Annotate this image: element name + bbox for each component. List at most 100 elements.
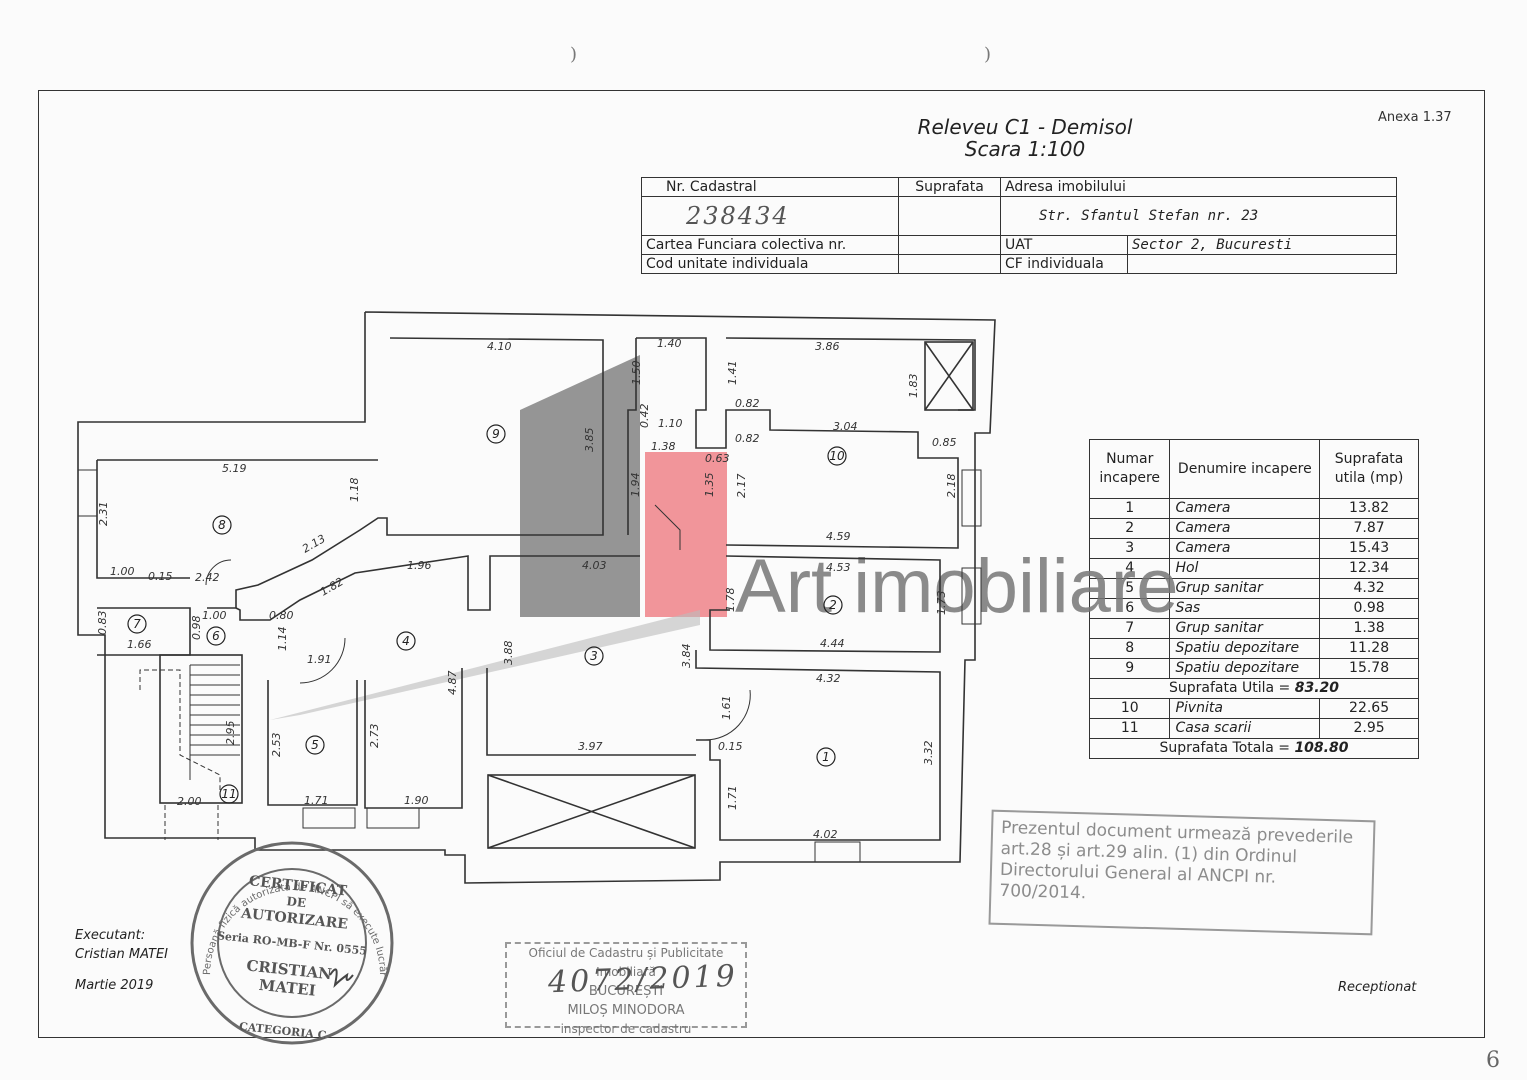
room-marker-circle [823,595,843,615]
room-marker-10: 10 [827,446,847,466]
room-marker-3: 3 [584,646,604,666]
room-marker-circle [127,614,147,634]
room-marker-6: 6 [206,626,226,646]
cod-unitate-label: Cod unitate individuala [641,254,899,274]
room-10-walls [636,337,959,549]
room-marker-number: 3 [590,649,598,663]
dimension-label: 1.18 [348,478,361,503]
room-3-bottom [486,668,696,756]
dimension-label: 1.10 [658,417,683,430]
dimension-label: 2.53 [270,733,283,758]
dimension-label: 1.35 [703,473,716,498]
dimension-label: 2.95 [224,721,237,746]
room-name: Casa scarii [1169,718,1321,739]
corridor-left [627,338,637,535]
dimension-label: 3.04 [833,420,858,433]
room-area: 7.87 [1319,518,1419,539]
room-area: 22.65 [1319,698,1419,719]
room-marker-circle [827,446,847,466]
dimension-label: 2.18 [945,474,958,499]
dimension-label: 1.38 [651,440,676,453]
room-marker-number: 6 [212,629,220,643]
dimension-label: 1.73 [935,591,948,616]
void-box [487,774,696,849]
stamp-inner-ring [217,868,367,1018]
cf-individuala-label: CF individuala [1000,254,1128,274]
room-marker-circle [816,747,836,767]
dimension-label: 0.83 [96,611,109,636]
room-5 [267,680,358,806]
room-area: 4.32 [1319,578,1419,599]
windows [77,469,982,863]
dimension-label: 4.59 [826,530,851,543]
executant-label: Executant: [75,928,146,943]
room-9-wall [207,337,604,609]
room-marker-number: 9 [492,427,500,441]
watermark-swoosh [270,610,700,720]
dimension-label: 1.96 [407,559,432,572]
registration-number: 4072/2019 [547,958,739,1001]
scan-mark-right: ) [984,44,992,65]
scan-mark-left: ) [570,44,578,65]
room-marker-number: 5 [311,738,319,752]
dimension-label: 3.88 [502,641,515,666]
document-date: Martie 2019 [75,978,154,993]
dimension-label: 0.15 [718,740,743,753]
total-row: Suprafata Totala = 108.80 [1089,738,1419,759]
dimension-label: 4.32 [816,672,841,685]
dimension-label: 0.80 [269,609,294,622]
subtotal-label: Suprafata Utila = [1168,680,1291,696]
ocpi-line-1: Oficiul de Cadastru și Publicitate Imobi… [528,946,724,979]
dimension-label: 1.66 [127,638,152,651]
room-area: 12.34 [1319,558,1419,579]
room-name: Camera [1169,538,1321,559]
dimension-label: 1.71 [726,786,739,811]
dimension-label: 4.44 [820,637,845,650]
dimension-label: 2.42 [195,571,220,584]
stamp-line-3: AUTORIZARE [239,905,348,932]
staircase-outline [159,654,243,804]
nr-cadastral-label: Nr. Cadastral [641,177,899,197]
cf-individuala-value [1127,254,1397,274]
dimension-label: 0.98 [190,616,203,641]
stairs [139,504,751,840]
room-name: Spatiu depozitare [1169,638,1321,659]
room-4-top [235,555,640,621]
dimension-label: 2.00 [177,795,202,808]
sheet-border [38,90,1485,1038]
ocpi-line-4: inspector de cadastru [560,1022,692,1036]
dimension-label: 1.91 [307,653,332,666]
uat-value: Sector 2, Bucuresti [1127,235,1397,255]
legal-notice-stamp: Prezentul document urmează prevederile a… [988,809,1376,936]
dimension-label: 4.53 [826,561,851,574]
executant-block: Executant: Cristian MATEI [75,926,168,964]
dimension-label: 0.85 [932,436,957,449]
ocpi-stamp: Oficiul de Cadastru și Publicitate Imobi… [505,942,747,1036]
outer-wall [77,311,996,884]
room-marker-circle [396,631,416,651]
room-10-top [725,337,976,411]
room-name: Camera [1169,518,1321,539]
room-marker-8: 8 [212,515,232,535]
executant-name: Cristian MATEI [75,947,169,962]
void-cross-2 [487,774,696,849]
dimension-label: 1.90 [404,794,429,807]
dimension-label: 2.73 [368,724,381,749]
dimension-label: 1.00 [202,609,227,622]
dimension-label: 3.32 [922,741,935,766]
room-name: Grup sanitar [1169,618,1321,639]
dimension-label: 4.02 [813,828,838,841]
room-8-left-wall [96,460,190,579]
title-line-2: Scara 1:100 [964,137,1086,161]
dimension-label: 3.97 [578,740,603,753]
dimension-label: 1.82 [318,575,346,599]
watermark-logo: Art imobiliare [270,355,1178,720]
property-info-table: Nr. Cadastral Suprafata Adresa imobilulu… [641,177,1397,274]
